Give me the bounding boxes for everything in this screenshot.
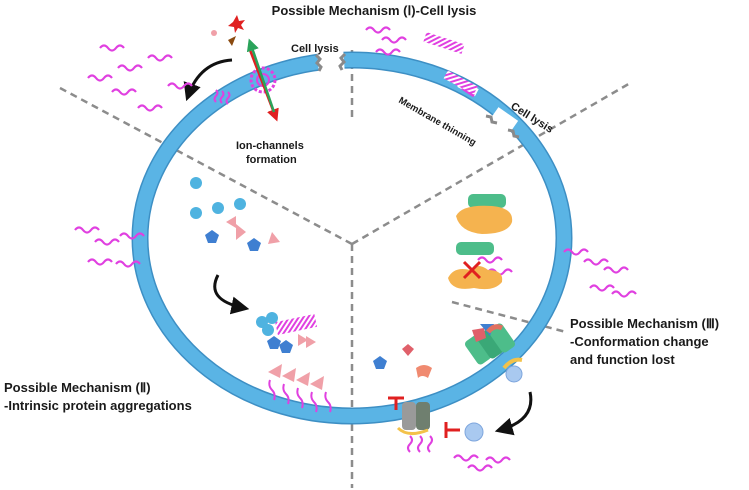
mechanism-3-title: Possible Mechanism (Ⅲ) (570, 316, 719, 331)
section-dividers (59, 50, 633, 488)
label-ion-channels-line1: Ion-channels (236, 140, 304, 152)
label-ion-channels-line2: formation (246, 154, 297, 166)
misfolded-protein (448, 242, 503, 290)
membrane-receptor-right (464, 323, 523, 383)
mechanism-3-subtitle-line2: and function lost (570, 352, 675, 367)
membrane-receptor-bottom (388, 396, 484, 453)
mechanism-2-title: Possible Mechanism (Ⅱ) (4, 380, 151, 395)
protein-aggregate (256, 312, 318, 353)
monomer-proteins (190, 177, 280, 251)
curved-arrow-top (183, 58, 233, 102)
membrane-break-top (314, 49, 347, 73)
peptide-squiggles (74, 26, 637, 472)
mechanism-3-subtitle-line1: -Conformation change (570, 334, 709, 349)
free-ligands (373, 344, 432, 378)
peptide-fibrils-top (423, 32, 478, 95)
curved-arrow-bottom-right (494, 391, 533, 436)
mechanism-2-subtitle: -Intrinsic protein aggregations (4, 398, 192, 413)
label-cell-lysis-top: Cell lysis (291, 43, 339, 55)
ion-channel (213, 38, 279, 122)
mechanism-1-title: Possible Mechanism (Ⅰ)-Cell lysis (272, 3, 477, 18)
peptide-fibril-comb (268, 364, 332, 413)
cell-membrane (131, 51, 573, 425)
ion-burst-icon (211, 15, 245, 46)
curved-arrow-left (213, 274, 250, 315)
functional-protein (456, 194, 513, 234)
label-membrane-thinning: Membrane thinning (397, 95, 479, 148)
membrane-break-right (485, 107, 520, 139)
